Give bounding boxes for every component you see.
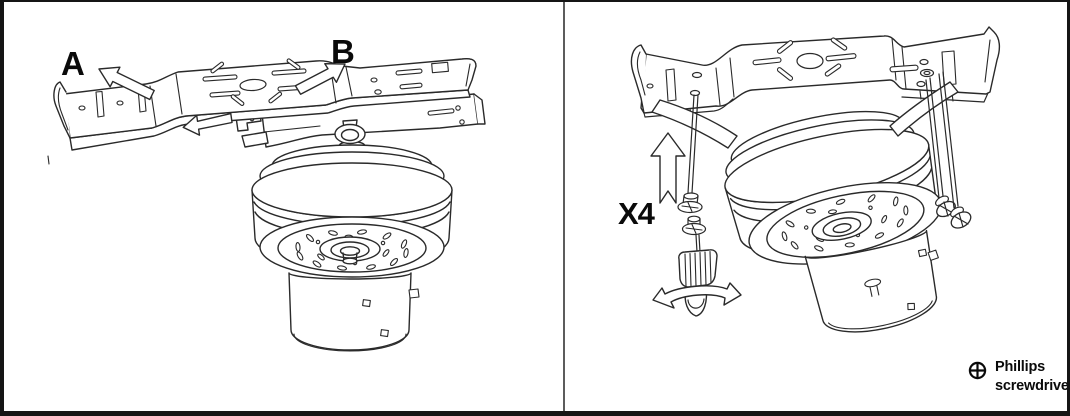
mounting-bracket [53, 57, 477, 151]
arrow-up-left-icon [98, 66, 155, 101]
phillips-head-icon [968, 361, 987, 380]
rotation-arrow-icon [652, 282, 742, 309]
label-a: A [61, 45, 85, 82]
diagram-canvas [47, 2, 1001, 411]
hanger-yoke-arm [651, 99, 738, 149]
mounting-screw [677, 94, 707, 236]
fan-motor [251, 140, 453, 278]
arrow-left-icon [182, 112, 233, 136]
fan-motor [724, 110, 943, 333]
switch-housing [288, 272, 420, 352]
tool-note: Phillips screwdriver [968, 358, 1070, 396]
arrow-up-right-icon [294, 63, 346, 95]
tool-note-line1: Phillips [995, 359, 1045, 375]
screwdriver [678, 234, 718, 317]
label-b: B [331, 33, 355, 70]
switch-housing [804, 229, 939, 333]
tool-note-line2: screwdriver [995, 378, 1070, 395]
scan-mark [47, 155, 50, 165]
quantity-label: X4 [618, 196, 655, 231]
left-panel-illustration [47, 57, 486, 352]
right-panel-illustration [630, 26, 1001, 333]
mounting-screw [938, 71, 972, 229]
mounting-bracket [630, 26, 1001, 118]
vent-holes [295, 229, 409, 271]
arrow-up-icon [650, 132, 686, 204]
